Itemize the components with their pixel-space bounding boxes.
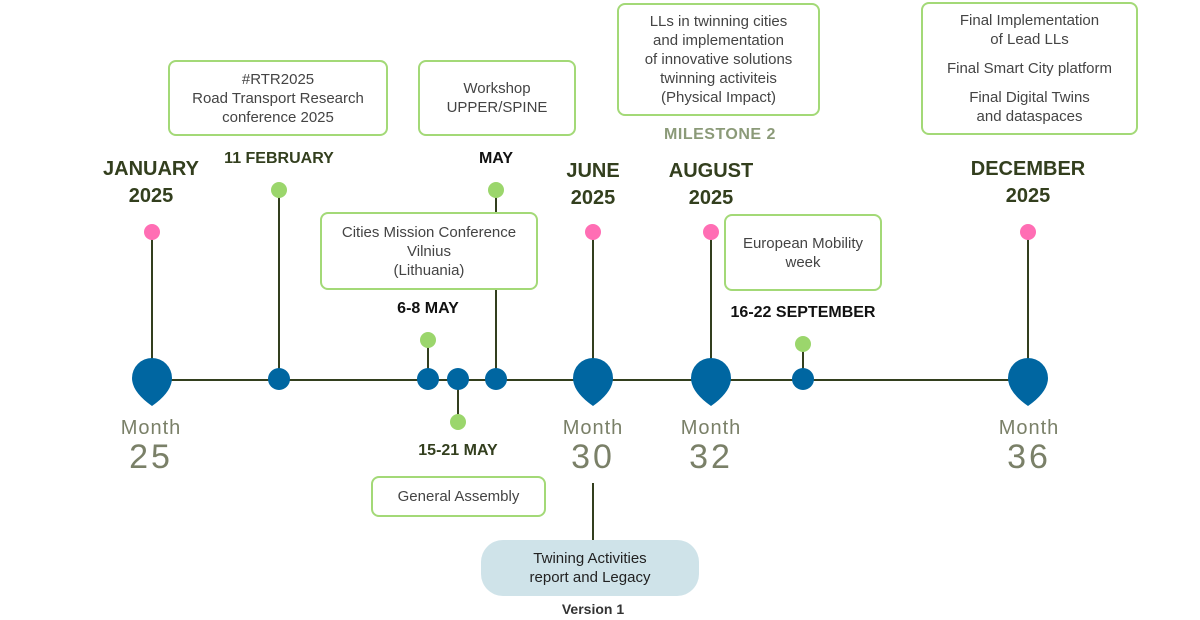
month-number-36: Month 36 (998, 417, 1060, 476)
month-label-dec: DECEMBER 2025 (970, 158, 1086, 207)
event-marker-emw (792, 368, 814, 390)
month-label-aug: AUGUST 2025 (668, 160, 754, 209)
event-marker-rtr (268, 368, 290, 390)
date-label-workshop: MAY (478, 150, 514, 167)
pink-dot-jan (144, 224, 160, 240)
month-label-jun: JUNE 2025 (566, 160, 620, 209)
map-pin-icon-jan (132, 358, 172, 406)
milestone-box: LLs in twinning cities and implementatio… (617, 3, 820, 116)
pink-dot-aug (703, 224, 719, 240)
deliverable-pill: Twining Activities report and Legacy (481, 540, 699, 596)
event-marker-workshop (485, 368, 507, 390)
final-box: Final Implementation of Lead LLs Final S… (921, 2, 1138, 135)
green-dot-emw (795, 336, 811, 352)
date-label-emw: 16-22 SEPTEMBER (730, 304, 876, 321)
milestone-label: MILESTONE 2 (664, 126, 776, 143)
date-label-rtr: 11 FEBRUARY (224, 150, 334, 167)
green-dot-ga (450, 414, 466, 430)
event-box-general-assembly: General Assembly (371, 476, 546, 517)
map-pin-icon-jun (573, 358, 613, 406)
pink-dot-jun (585, 224, 601, 240)
deliverable-version: Version 1 (561, 601, 625, 617)
month-number-25: Month 25 (120, 417, 182, 476)
month-number-30: Month 30 (562, 417, 624, 476)
event-box-workshop: Workshop UPPER/SPINE (418, 60, 576, 136)
date-label-ga: 15-21 MAY (418, 442, 498, 459)
event-box-mobility-week: European Mobility week (724, 214, 882, 291)
green-dot-rtr (271, 182, 287, 198)
date-label-cities: 6-8 MAY (397, 300, 459, 317)
event-box-cities-mission: Cities Mission Conference Vilnius (Lithu… (320, 212, 538, 290)
green-dot-workshop (488, 182, 504, 198)
map-pin-icon-dec (1008, 358, 1048, 406)
map-pin-icon-aug (691, 358, 731, 406)
month-label-jan: JANUARY 2025 (103, 158, 199, 207)
green-dot-cities (420, 332, 436, 348)
pink-dot-dec (1020, 224, 1036, 240)
month-number-32: Month 32 (680, 417, 742, 476)
event-marker-cities (417, 368, 439, 390)
event-marker-ga (447, 368, 469, 390)
event-box-rtr: #RTR2025 Road Transport Research confere… (168, 60, 388, 136)
